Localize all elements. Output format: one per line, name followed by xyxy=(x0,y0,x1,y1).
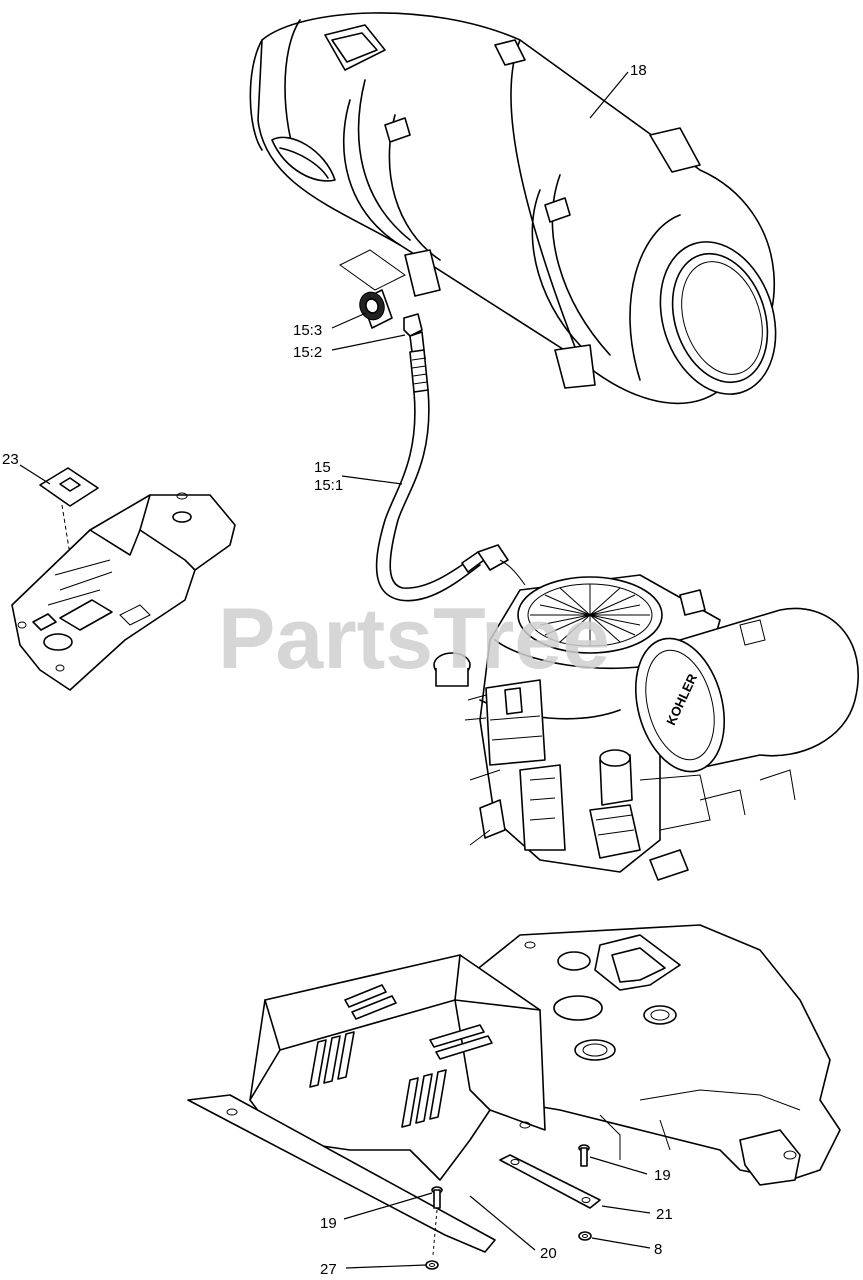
part-19-bolt-left[interactable] xyxy=(431,1186,443,1209)
part-8-nut[interactable] xyxy=(578,1231,592,1241)
callout-20: 20 xyxy=(540,1245,557,1262)
callout-27: 27 xyxy=(320,1261,337,1278)
callout-8: 8 xyxy=(654,1241,662,1258)
part-20-shield[interactable] xyxy=(187,954,546,1253)
callout-23: 23 xyxy=(2,451,19,468)
part-23-pad[interactable] xyxy=(39,467,99,507)
deck-plate[interactable] xyxy=(469,924,841,1186)
part-15-hose[interactable] xyxy=(375,349,526,602)
engine-assembly[interactable]: KOHLER xyxy=(433,574,859,881)
part-15-3-cap[interactable] xyxy=(356,289,393,329)
bolt-dashed-guide xyxy=(432,1209,438,1256)
part-23-dashed-guide xyxy=(61,504,71,556)
part-18-canister[interactable] xyxy=(249,12,794,409)
callout-15-1: 15:1 xyxy=(314,477,343,494)
part-15-2-elbow[interactable] xyxy=(403,313,425,353)
bracket-left[interactable] xyxy=(11,492,236,691)
part-21-strap[interactable] xyxy=(499,1154,601,1209)
part-27-nut[interactable] xyxy=(425,1260,439,1270)
leader-lines xyxy=(19,71,651,1269)
watermark: PartsTree xyxy=(218,591,610,687)
callout-18: 18 xyxy=(630,62,647,79)
callout-19-left: 19 xyxy=(320,1215,337,1232)
part-19-bolt-right[interactable] xyxy=(578,1144,590,1167)
callout-15-3: 15:3 xyxy=(293,322,322,339)
callout-19-right: 19 xyxy=(654,1167,671,1184)
callout-15-2: 15:2 xyxy=(293,344,322,361)
callout-21: 21 xyxy=(656,1206,673,1223)
callout-15: 15 xyxy=(314,459,331,476)
